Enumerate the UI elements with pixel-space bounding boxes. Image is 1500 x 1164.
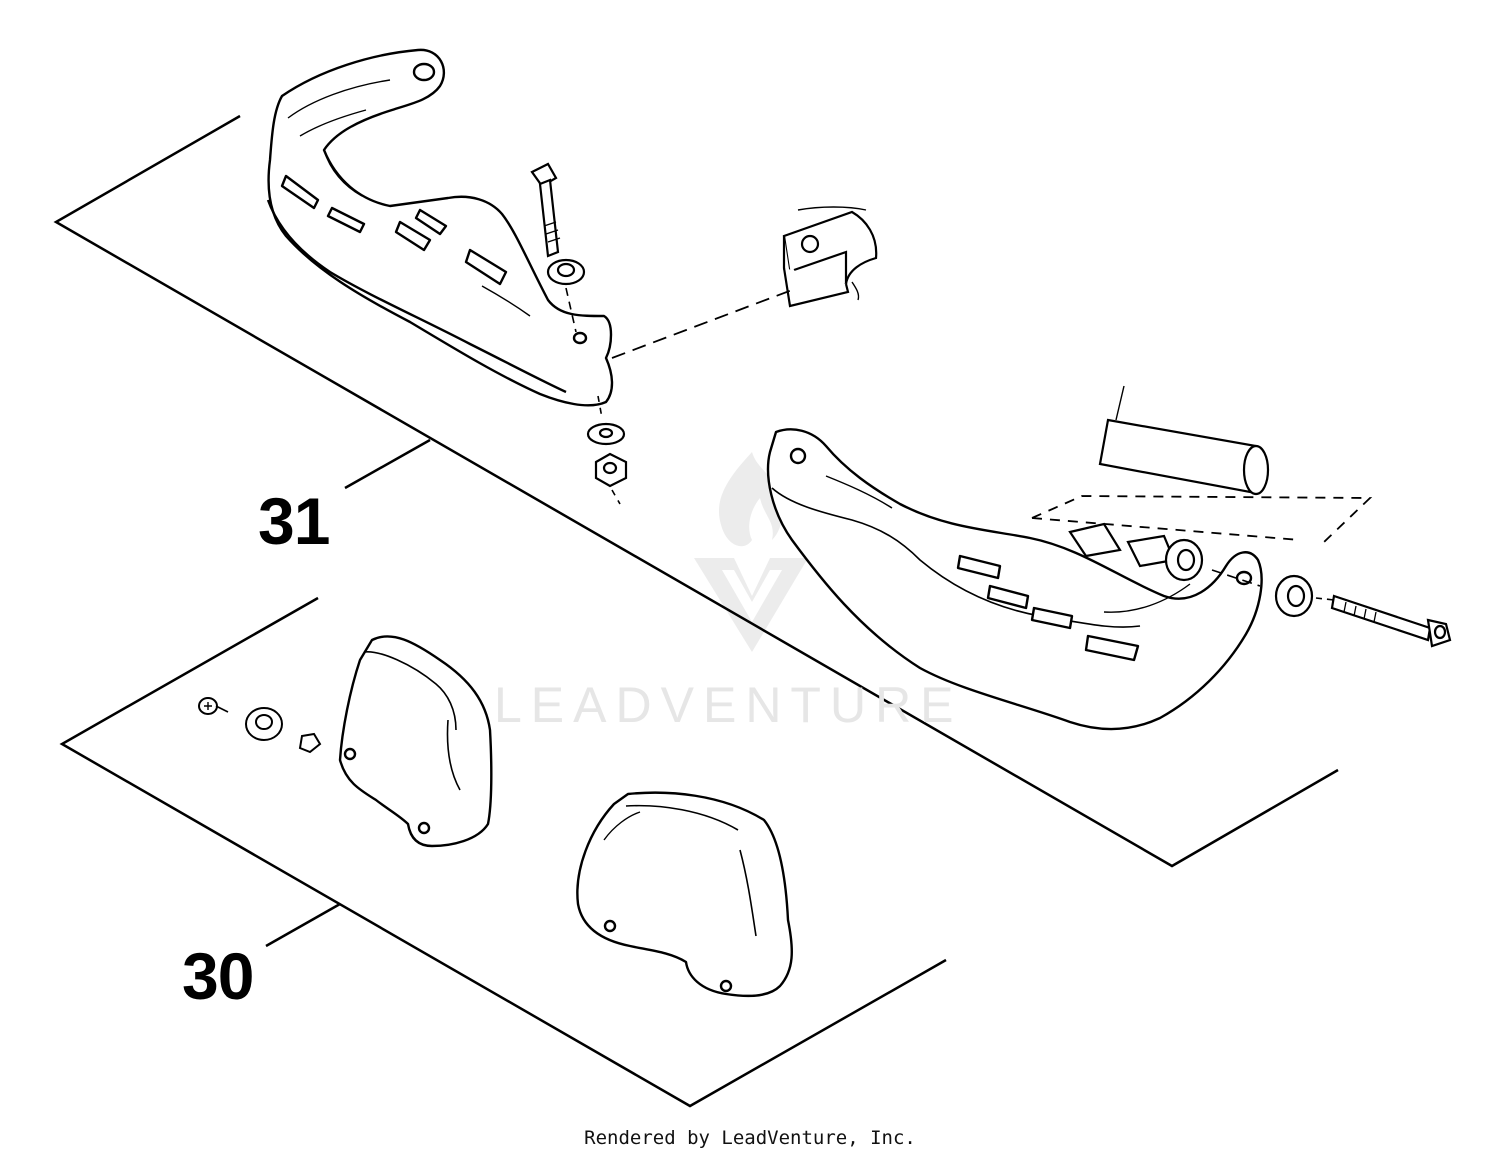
kit-30-panel bbox=[59, 596, 947, 1108]
left-guard-fasteners bbox=[530, 162, 628, 505]
alignment-line-left bbox=[611, 289, 793, 359]
right-grip bbox=[1031, 385, 1373, 582]
right-handguard bbox=[766, 428, 1263, 731]
footer-credit: Rendered by LeadVenture, Inc. bbox=[584, 1127, 916, 1149]
watermark-text: LEADVENTURE bbox=[494, 677, 963, 733]
wind-deflector-right bbox=[576, 791, 793, 998]
callout-30: 30 bbox=[182, 939, 254, 1013]
left-handguard bbox=[266, 48, 614, 407]
wind-deflector-left bbox=[338, 635, 493, 848]
callout-31: 31 bbox=[258, 484, 330, 558]
deflector-fasteners bbox=[198, 697, 322, 754]
kit-31-panel bbox=[53, 114, 1339, 868]
handlebar-clamp bbox=[782, 206, 878, 308]
right-guard-fasteners bbox=[1211, 569, 1452, 648]
leadventure-flame-logo bbox=[694, 452, 808, 652]
